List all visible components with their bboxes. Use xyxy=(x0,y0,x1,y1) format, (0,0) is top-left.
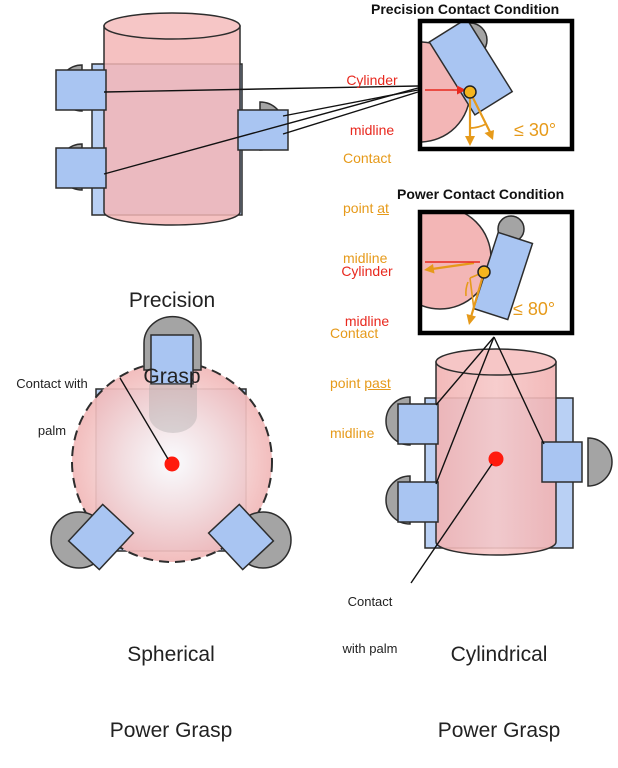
cylindrical-grasp-caption: Cylindrical Power Grasp xyxy=(424,592,574,768)
diagram-canvas xyxy=(50,12,613,584)
precision-contact-inset xyxy=(417,18,575,152)
finger-pad xyxy=(207,503,275,571)
label-line: point at xyxy=(343,200,391,217)
leader-line xyxy=(410,463,493,584)
finger-link xyxy=(428,23,514,116)
contact-point xyxy=(477,265,491,279)
cylinder-body xyxy=(103,25,241,226)
caption-line: Cylindrical xyxy=(450,643,548,667)
label-line: midline xyxy=(343,250,388,267)
label-line: Contact with xyxy=(16,376,88,392)
leader-line xyxy=(119,377,169,460)
precision-midline-label: Cylinder midline xyxy=(330,38,414,156)
spherical-palm-label: Contact with palm xyxy=(0,345,104,454)
caption-line: Power Grasp xyxy=(437,718,561,742)
palm-contact-dot xyxy=(164,456,180,472)
caption-line: Grasp xyxy=(143,364,201,388)
finger-pad xyxy=(397,481,439,523)
label-emphasis: past xyxy=(364,374,391,391)
label-line: Cylinder xyxy=(346,71,398,88)
label-line: Contact xyxy=(343,149,392,166)
label-text: point xyxy=(343,199,378,216)
label-line: Contact xyxy=(330,324,379,341)
label-line: midline xyxy=(344,312,390,329)
precision-angle-label: ≤ 30° xyxy=(514,120,557,140)
label-text: point xyxy=(330,374,365,391)
label-emphasis: at xyxy=(377,199,389,216)
grasp-taxonomy-diagram: Precision Grasp Precision Contact Condit… xyxy=(0,1,613,742)
label-line: midline xyxy=(330,425,375,442)
leader-line xyxy=(435,336,495,406)
precision-grasp-illustration xyxy=(55,12,419,226)
label-line: Contact xyxy=(347,594,393,610)
power-midline-label: Cylinder midline xyxy=(325,229,409,347)
cylindrical-grasp-illustration xyxy=(385,336,613,584)
inset-frame xyxy=(417,209,575,336)
finger-shadow xyxy=(149,384,197,433)
finger-pad xyxy=(55,147,107,189)
fingertip xyxy=(587,437,613,487)
leader-line xyxy=(282,89,419,117)
power-angle-label: ≤ 80° xyxy=(513,299,556,319)
leader-line xyxy=(103,85,419,93)
power-contact-header: Power Contact Condition xyxy=(397,186,565,202)
label-line: Cylinder xyxy=(341,262,393,279)
cylinder-top xyxy=(103,12,241,40)
label-line: with palm xyxy=(342,640,398,656)
precision-contact-header: Precision Contact Condition xyxy=(371,1,560,17)
finger-pad xyxy=(67,503,135,571)
caption-line: Power Grasp xyxy=(109,718,233,742)
leader-line xyxy=(435,336,495,485)
contact-point xyxy=(463,85,477,99)
label-line: palm xyxy=(37,422,67,438)
caption-line: Precision xyxy=(128,289,216,313)
spherical-grasp-caption: Spherical Power Grasp xyxy=(96,592,246,768)
caption-line: Spherical xyxy=(127,643,215,667)
midline-arrow xyxy=(431,261,475,271)
finger-pad xyxy=(541,441,583,483)
cylindrical-palm-label: Contact with palm xyxy=(322,563,418,672)
power-contact-point-label: Contact point past midline xyxy=(330,291,391,459)
leader-line xyxy=(282,91,419,135)
leader-line xyxy=(103,87,419,175)
precision-contact-point-label: Contact point at midline xyxy=(343,116,391,284)
finger-pad xyxy=(55,69,107,111)
leader-line xyxy=(493,336,545,445)
precision-grasp-caption: Precision Grasp xyxy=(102,238,242,414)
finger-pad xyxy=(397,403,439,445)
finger-pad xyxy=(150,334,194,385)
label-line: midline xyxy=(349,121,395,138)
spherical-grasp-illustration xyxy=(50,315,292,571)
label-line: point past xyxy=(330,375,391,392)
cylinder-top xyxy=(435,348,557,376)
palm-contact-dot xyxy=(488,451,504,467)
power-contact-inset xyxy=(417,209,575,336)
inset-frame xyxy=(417,18,575,152)
